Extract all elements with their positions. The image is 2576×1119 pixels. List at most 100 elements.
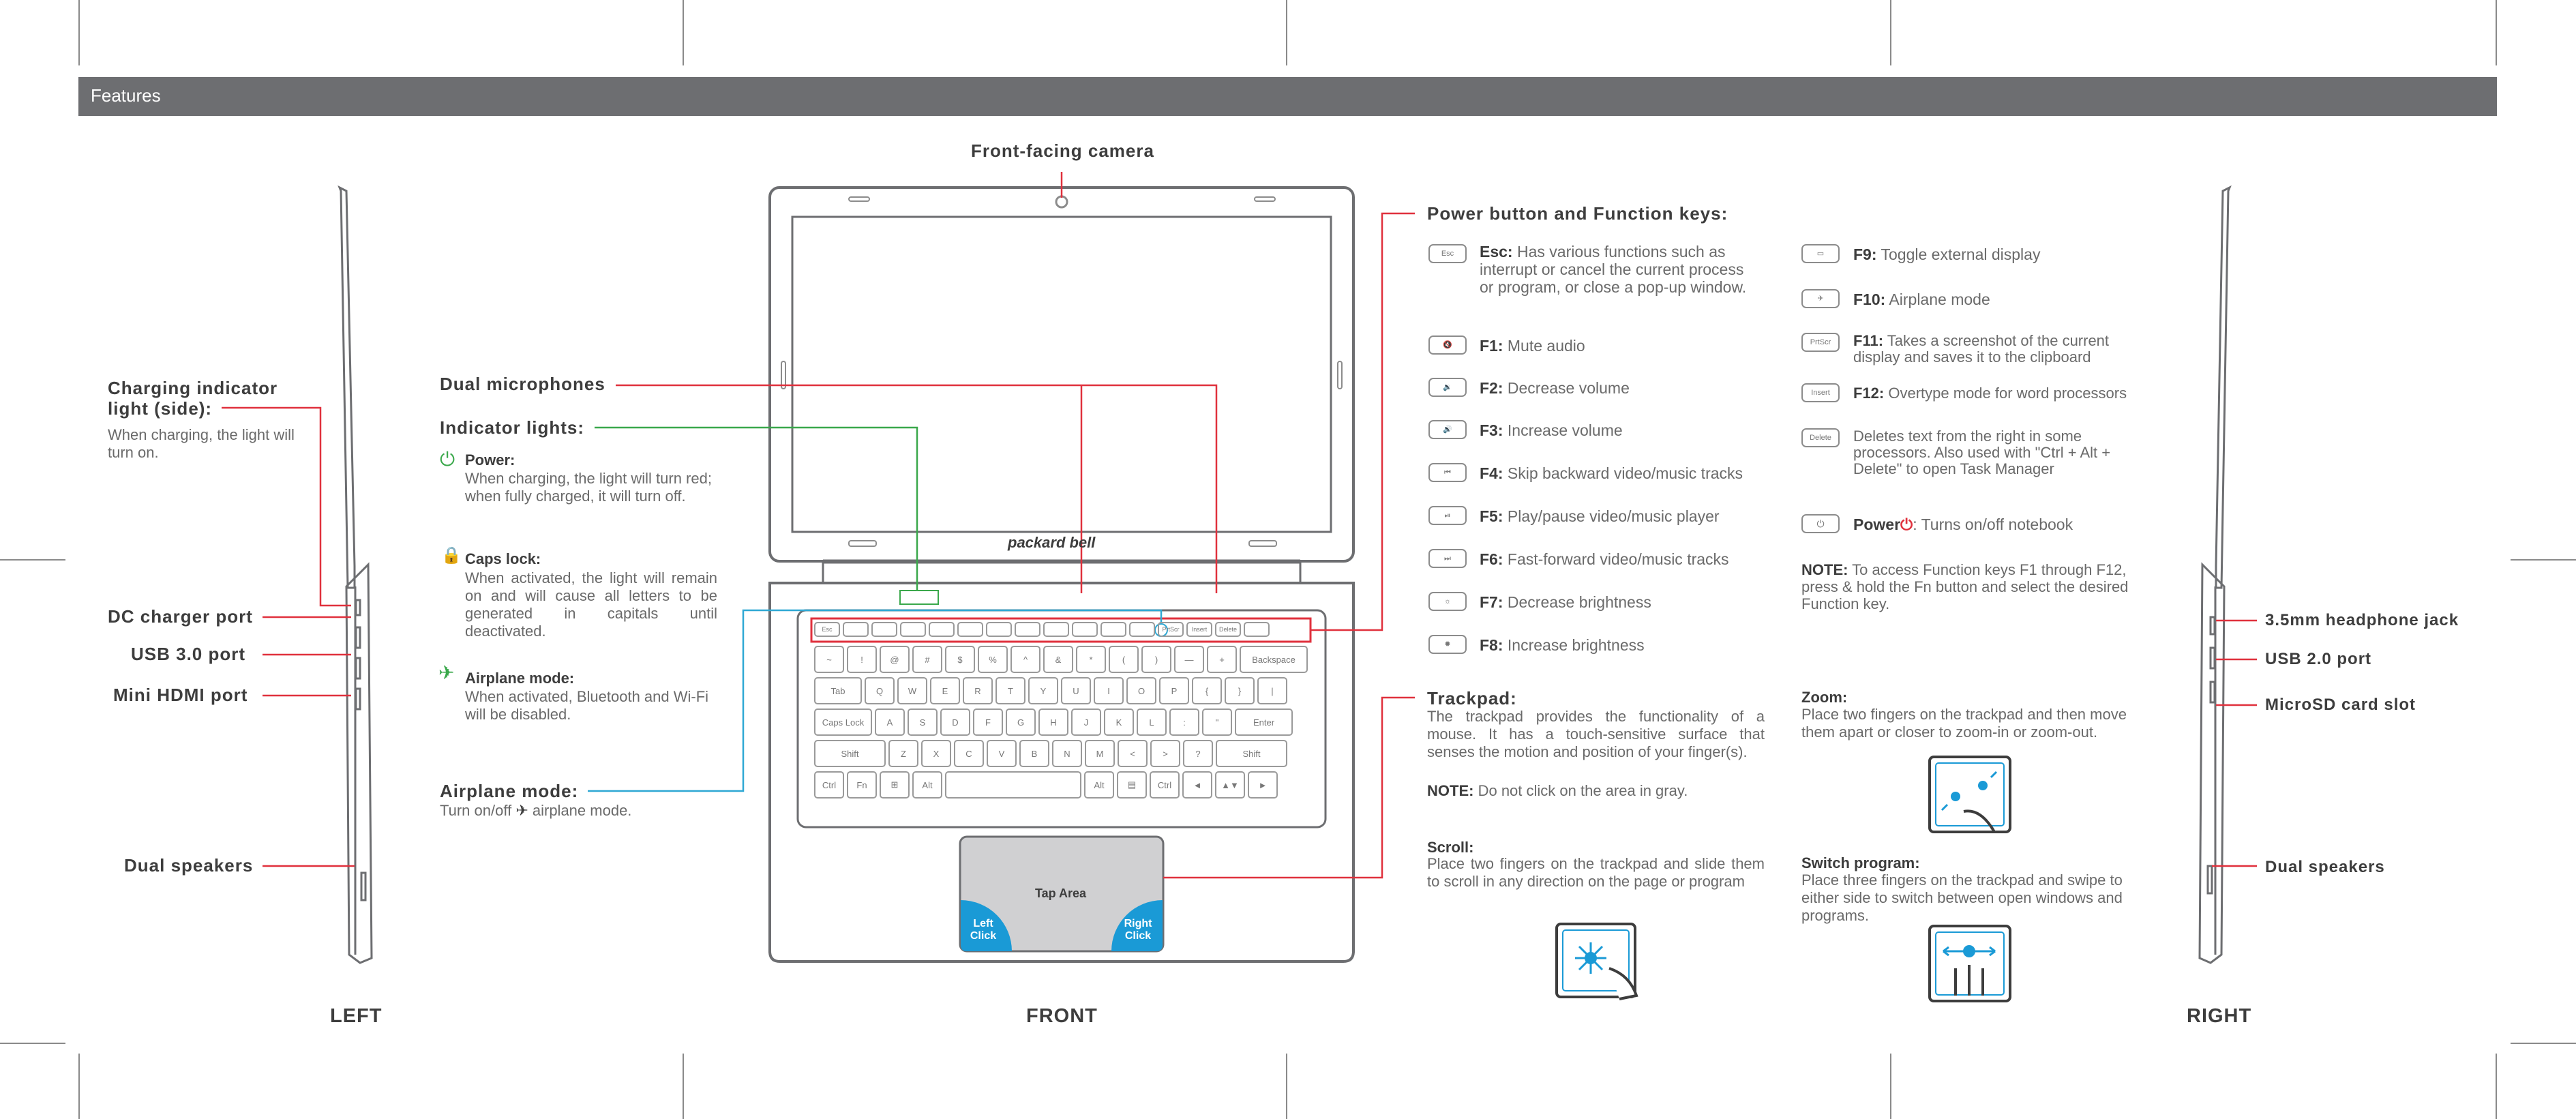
power-red-icon: ⏻ bbox=[1900, 516, 1913, 533]
f5-description: F5: Play/pause video/music player bbox=[1480, 507, 1720, 525]
left-side-laptop bbox=[338, 185, 373, 964]
f11-description: F11: Takes a screenshot of the current d… bbox=[1853, 332, 2110, 365]
delete-key-icon: Delete bbox=[1801, 428, 1840, 447]
esc-key-icon: Esc bbox=[1428, 244, 1467, 263]
keyboard-key: Shift bbox=[814, 740, 886, 767]
cyan-leader-line bbox=[588, 609, 1163, 792]
keyboard-key: : bbox=[1169, 708, 1199, 736]
crop-mark bbox=[1286, 1054, 1287, 1119]
keyboard-key: + bbox=[1207, 646, 1237, 673]
zoom-gesture-icon bbox=[1928, 756, 2011, 833]
scroll-body: Place two fingers on the trackpad and sl… bbox=[1427, 855, 1765, 890]
dc-charger-port-label: DC charger port bbox=[108, 606, 253, 627]
banner-title: Features bbox=[91, 85, 161, 106]
switch-program-title: Switch program: bbox=[1801, 854, 1920, 871]
keyboard-key: { bbox=[1192, 677, 1222, 704]
keyboard-key: C bbox=[954, 740, 984, 767]
keyboard-number-row: ~!@#$%^&*()—+Backspace bbox=[806, 646, 1317, 673]
volume-up-key-icon: 🔊 bbox=[1428, 420, 1467, 439]
keyboard-key: $ bbox=[945, 646, 975, 673]
charging-indicator-title: Charging indicator light (side): bbox=[108, 378, 278, 419]
function-keys-title: Power button and Function keys: bbox=[1427, 203, 1728, 224]
right-dual-speakers-label: Dual speakers bbox=[2265, 858, 2385, 876]
skip-back-key-icon: ⏮ bbox=[1428, 463, 1467, 482]
keyboard-key bbox=[1015, 622, 1040, 637]
crop-mark bbox=[683, 0, 684, 65]
scroll-gesture-icon bbox=[1555, 923, 1638, 1000]
play-pause-key-icon: ⏯ bbox=[1428, 506, 1467, 525]
keyboard-key: — bbox=[1174, 646, 1204, 673]
keyboard-key: X bbox=[921, 740, 951, 767]
keyboard-key: Insert bbox=[1186, 622, 1212, 637]
keyboard-key: F bbox=[973, 708, 1003, 736]
keyboard-key: & bbox=[1043, 646, 1073, 673]
crop-mark bbox=[78, 0, 80, 65]
keyboard-key: Y bbox=[1028, 677, 1058, 704]
right-click-label: Right Click bbox=[1124, 918, 1152, 942]
keyboard-key: | bbox=[1257, 677, 1287, 704]
keyboard-key: Fn bbox=[847, 771, 877, 799]
green-leader-line bbox=[595, 426, 918, 591]
keyboard-key: B bbox=[1019, 740, 1049, 767]
keyboard-key bbox=[1129, 622, 1155, 637]
zoom-title: Zoom: bbox=[1801, 689, 1848, 706]
keyboard-key: N bbox=[1052, 740, 1082, 767]
keyboard-key: E bbox=[930, 677, 960, 704]
function-note: NOTE: To access Function keys F1 through… bbox=[1801, 561, 2129, 612]
power-indicator-icon: ⏻ bbox=[440, 449, 455, 470]
indicator-lights-box bbox=[899, 590, 939, 605]
dual-microphones-label: Dual microphones bbox=[440, 374, 605, 394]
front-laptop bbox=[768, 186, 1355, 963]
trackpad-body: The trackpad provides the functionality … bbox=[1427, 708, 1765, 760]
f2-description: F2: Decrease volume bbox=[1480, 379, 1630, 397]
brand-logo: packard bell bbox=[1008, 534, 1096, 551]
trackpad-title: Trackpad: bbox=[1427, 688, 1517, 708]
keyboard-key: * bbox=[1076, 646, 1106, 673]
f4-description: F4: Skip backward video/music tracks bbox=[1480, 464, 1743, 482]
power-description: Power⏻: Turns on/off notebook bbox=[1853, 516, 2073, 533]
keyboard-key: @ bbox=[880, 646, 910, 673]
keyboard-key: Z bbox=[888, 740, 918, 767]
scroll-title: Scroll: bbox=[1427, 839, 1474, 856]
caps-lock-body: When activated, the light will remain on… bbox=[465, 569, 717, 640]
f7-description: F7: Decrease brightness bbox=[1480, 593, 1651, 611]
usb3-port-label: USB 3.0 port bbox=[131, 644, 246, 664]
airplane-key-icon: ✈ bbox=[1801, 289, 1840, 308]
right-view-label: RIGHT bbox=[2187, 1005, 2252, 1027]
keyboard-key: Q bbox=[865, 677, 895, 704]
keyboard-key bbox=[1072, 622, 1098, 637]
airplane-indicator-body: When activated, Bluetooth and Wi-Fi will… bbox=[465, 688, 709, 723]
keyboard-key: L bbox=[1137, 708, 1167, 736]
keyboard-key bbox=[1043, 622, 1069, 637]
keyboard-key: ~ bbox=[814, 646, 844, 673]
keyboard-key: W bbox=[897, 677, 927, 704]
keyboard-key: Esc bbox=[814, 622, 840, 637]
keyboard-key: V bbox=[987, 740, 1017, 767]
screen-details bbox=[781, 195, 1343, 547]
keyboard-key: Ctrl bbox=[814, 771, 844, 799]
keyboard-key: T bbox=[995, 677, 1025, 704]
left-dual-speakers-label: Dual speakers bbox=[124, 855, 254, 876]
keyboard-key bbox=[871, 622, 897, 637]
crop-mark bbox=[1890, 0, 1891, 65]
keyboard-key: % bbox=[978, 646, 1008, 673]
keyboard-key: R bbox=[963, 677, 993, 704]
keyboard-key: Tab bbox=[814, 677, 862, 704]
usb2-port-label: USB 2.0 port bbox=[2265, 650, 2372, 668]
crop-mark bbox=[78, 1054, 80, 1119]
f12-description: F12: Overtype mode for word processors bbox=[1853, 385, 2127, 402]
headphone-jack-label: 3.5mm headphone jack bbox=[2265, 611, 2459, 629]
keyboard-key: Alt bbox=[1084, 771, 1114, 799]
keyboard-key: P bbox=[1159, 677, 1189, 704]
airplane-indicator-title: Airplane mode: bbox=[465, 670, 575, 687]
crop-mark bbox=[1890, 1054, 1891, 1119]
front-camera-label: Front-facing camera bbox=[971, 140, 1154, 161]
keyboard-key: Alt bbox=[912, 771, 942, 799]
crop-mark bbox=[1286, 0, 1287, 65]
keyboard-key bbox=[843, 622, 869, 637]
f8-description: F8: Increase brightness bbox=[1480, 636, 1645, 654]
switch-gesture-icon bbox=[1928, 925, 2011, 1002]
